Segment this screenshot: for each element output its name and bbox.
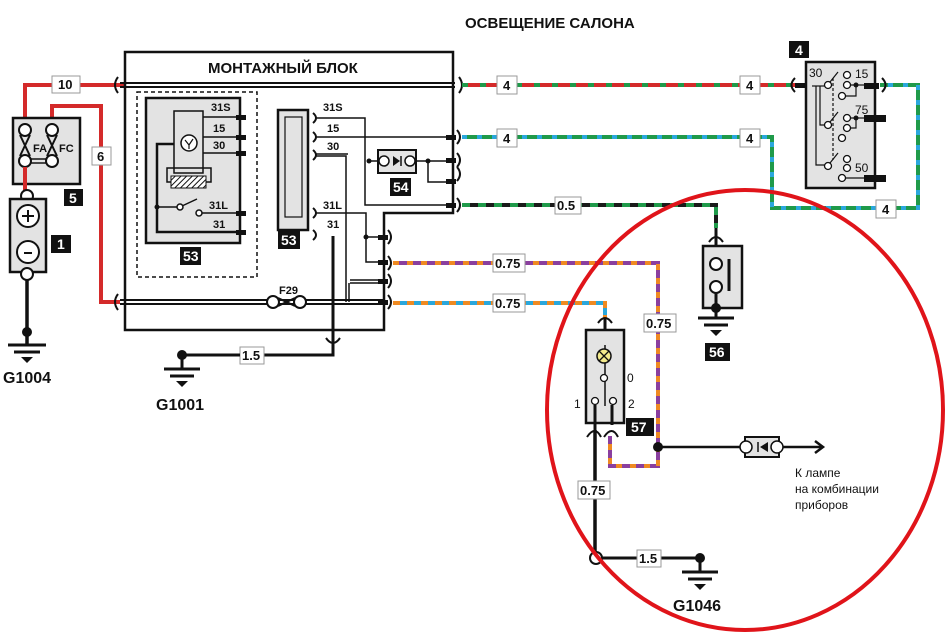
fuse-box-badge-text: 5 — [69, 190, 77, 206]
relay-badge-text: 53 — [183, 248, 199, 264]
wire-red-6 — [50, 104, 120, 304]
battery-badge — [51, 235, 71, 253]
mounting-block-label: МОНТАЖНЫЙ БЛОК — [208, 59, 359, 77]
ground-label-g1004: G1004 — [3, 370, 51, 387]
wire-label-0-75: 0.75 — [495, 296, 520, 311]
wire-labels: 4 4 4 4 4 0.5 0.75 0.75 0.75 — [492, 75, 897, 333]
connector-badge-text: 53 — [281, 232, 297, 248]
mounting-block: МОНТАЖНЫЙ БЛОК F29 31S 15 30 31 — [114, 50, 463, 357]
wire-black-green — [462, 203, 718, 228]
door-switch-badge-text: 56 — [709, 344, 725, 360]
diode-icon — [760, 442, 768, 452]
fuse-box-badge — [64, 189, 83, 206]
wire-label-4: 4 — [503, 78, 511, 93]
diagram-title: ОСВЕЩЕНИЕ САЛОНА — [465, 15, 635, 32]
diode-icon — [393, 156, 400, 166]
highlight-circle — [545, 188, 945, 632]
diode-badge — [390, 178, 411, 196]
wire-label-0-75: 0.75 — [646, 316, 671, 331]
destination-note-line-3: приборов — [795, 498, 848, 512]
wire-red-10 — [23, 83, 125, 132]
ignition-switch-body — [804, 60, 877, 190]
connector-pin-31s: 31S — [323, 102, 343, 114]
ignition-switch-badge — [789, 41, 809, 58]
ignition-pin-15: 15 — [855, 67, 869, 81]
relay-pin-31l: 31L — [209, 200, 228, 212]
wire-label-10: 10 — [58, 77, 72, 92]
relay-switch-icon — [181, 198, 198, 207]
lamp-position-1: 1 — [574, 397, 581, 411]
connector-pin-15: 15 — [327, 123, 339, 135]
connector-badge — [278, 231, 300, 249]
ignition-switch-badge-text: 4 — [795, 42, 803, 58]
destination-note-line-1: К лампе — [795, 466, 841, 480]
ground-label-g1046: G1046 — [673, 598, 721, 615]
lamp-position-2: 2 — [628, 397, 635, 411]
relay-pin-31s: 31S — [211, 102, 231, 114]
door-switch: 56 — [698, 228, 744, 361]
wire-label-0-75: 0.75 — [495, 256, 520, 271]
fuse-fa-label: FA — [33, 143, 47, 155]
wire-label-1-5: 1.5 — [639, 551, 657, 566]
connector-pin-31: 31 — [327, 219, 339, 231]
door-switch-body — [701, 244, 744, 310]
relay-badge — [180, 247, 201, 265]
wire-label-4: 4 — [746, 131, 754, 146]
arrow-right-icon — [814, 440, 826, 454]
wire-label-box — [91, 146, 112, 166]
connector-pin-31l: 31L — [323, 200, 342, 212]
door-switch-badge — [705, 343, 730, 361]
interior-lamp: 0 1 2 57 — [574, 317, 654, 557]
ground-label-g1001: G1001 — [156, 397, 204, 414]
relay-pin-30: 30 — [213, 140, 225, 152]
interior-lamp-badge-text: 57 — [631, 419, 647, 435]
ground-g1046: 0.75 1.5 G1046 — [577, 480, 721, 615]
battery-badge-text: 1 — [57, 236, 65, 252]
lamp-position-0: 0 — [627, 371, 634, 385]
connector-pin-30: 30 — [327, 141, 339, 153]
wire-label-0-75: 0.75 — [580, 483, 605, 498]
relay-coil-icon — [170, 175, 207, 189]
wire-label-6: 6 — [97, 149, 104, 164]
wire-label-4: 4 — [746, 78, 754, 93]
diode-badge-text: 54 — [393, 179, 409, 195]
fuse-box: FA FC 5 — [11, 83, 125, 304]
ignition-pin-30: 30 — [809, 66, 823, 80]
cluster-lamp-feed: К лампе на комбинации приборов — [653, 436, 879, 512]
wire-label-1-5: 1.5 — [242, 348, 260, 363]
fuse-f29: F29 — [266, 285, 307, 309]
wire-label-0-5: 0.5 — [557, 198, 575, 213]
fuse-fc-label: FC — [59, 143, 74, 155]
ignition-switch: 4 30 15 75 50 — [789, 41, 887, 190]
fuse-f29-label: F29 — [279, 285, 298, 297]
ignition-pin-50: 50 — [855, 161, 869, 175]
interior-lamp-badge — [626, 418, 654, 436]
wire-label-box — [51, 75, 81, 94]
relay-pin-15: 15 — [213, 123, 225, 135]
ignition-pin-75: 75 — [855, 103, 869, 117]
wire-label-4: 4 — [503, 131, 511, 146]
ground-g1004: G1004 — [3, 280, 51, 387]
wire-label-4: 4 — [882, 202, 890, 217]
battery: 1 — [8, 189, 71, 281]
relay-dashed-frame — [136, 91, 258, 278]
ground-g1001: 1.5 G1001 — [156, 346, 265, 414]
destination-note-line-2: на комбинации — [795, 482, 879, 496]
relay-pin-31: 31 — [213, 219, 225, 231]
